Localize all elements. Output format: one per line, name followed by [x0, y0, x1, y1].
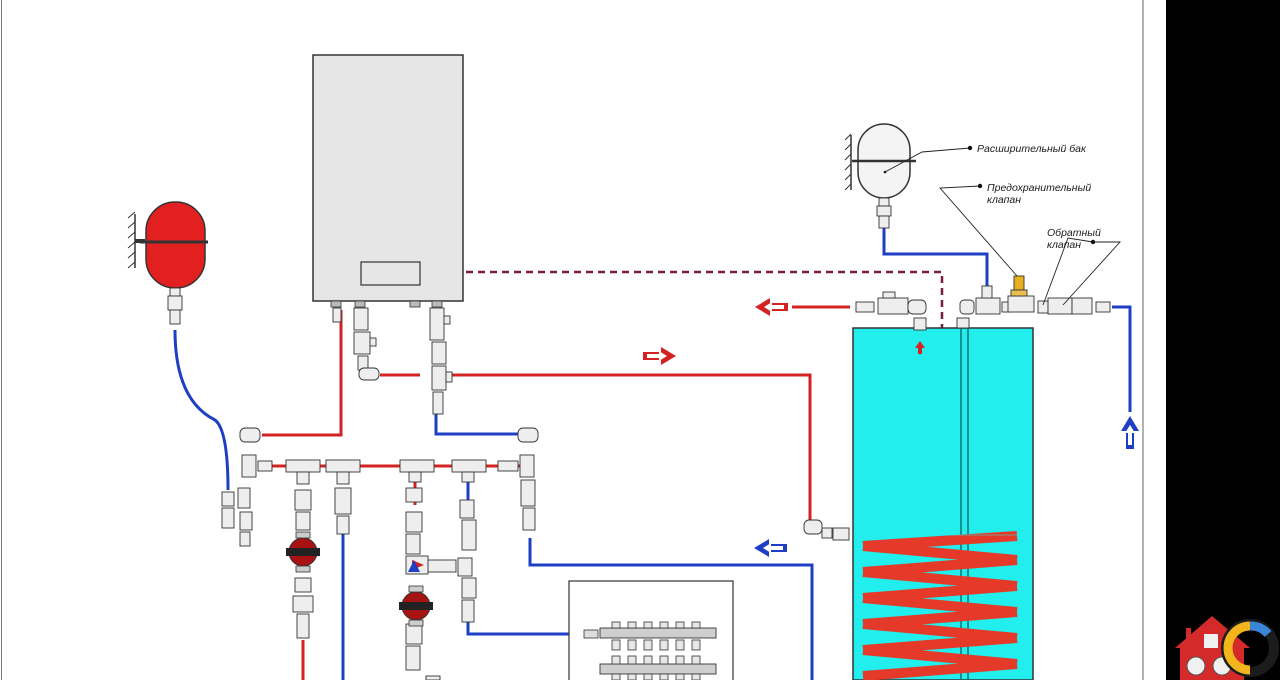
arrow-left-red — [755, 298, 788, 316]
underfloor-manifold-cabinet — [568, 580, 734, 680]
house-logo-icon — [1175, 616, 1279, 680]
right-black-bar — [1166, 0, 1280, 680]
label-safety-valve-1: Предохранительный — [987, 182, 1091, 194]
three-way-mixing-valve — [405, 555, 429, 575]
boiler-display — [360, 261, 421, 286]
circulation-pump-1 — [286, 531, 320, 573]
indirect-water-heater — [852, 317, 1034, 680]
arrow-up-red-small — [915, 341, 925, 354]
label-expansion-tank: Расширительный бак — [977, 143, 1087, 155]
boiler-fittings — [332, 307, 453, 415]
arrow-up-blue — [1121, 416, 1139, 449]
label-check-valve-1: Обратный — [1047, 227, 1101, 239]
arrow-left-blue — [754, 539, 787, 557]
coil-inlet-fittings — [803, 519, 850, 541]
callout-dots — [883, 145, 1096, 245]
label-safety-valve-2: клапан — [987, 194, 1021, 206]
circulation-pump-2 — [399, 585, 433, 627]
arrow-right-red — [643, 347, 676, 365]
expansion-tank-dhw — [844, 123, 916, 229]
sensor-dashed-line — [466, 270, 944, 365]
gas-boiler — [312, 54, 464, 308]
hydraulic-manifold-fittings — [221, 427, 539, 680]
safety-valve — [1007, 275, 1035, 313]
label-check-valve-2: клапан — [1047, 239, 1081, 251]
expansion-tank-heating — [127, 201, 208, 325]
heating-coil — [862, 531, 1018, 680]
callout-leaders — [884, 147, 1122, 306]
tank-top-fittings — [855, 285, 1111, 315]
return-pipes — [173, 228, 1132, 680]
